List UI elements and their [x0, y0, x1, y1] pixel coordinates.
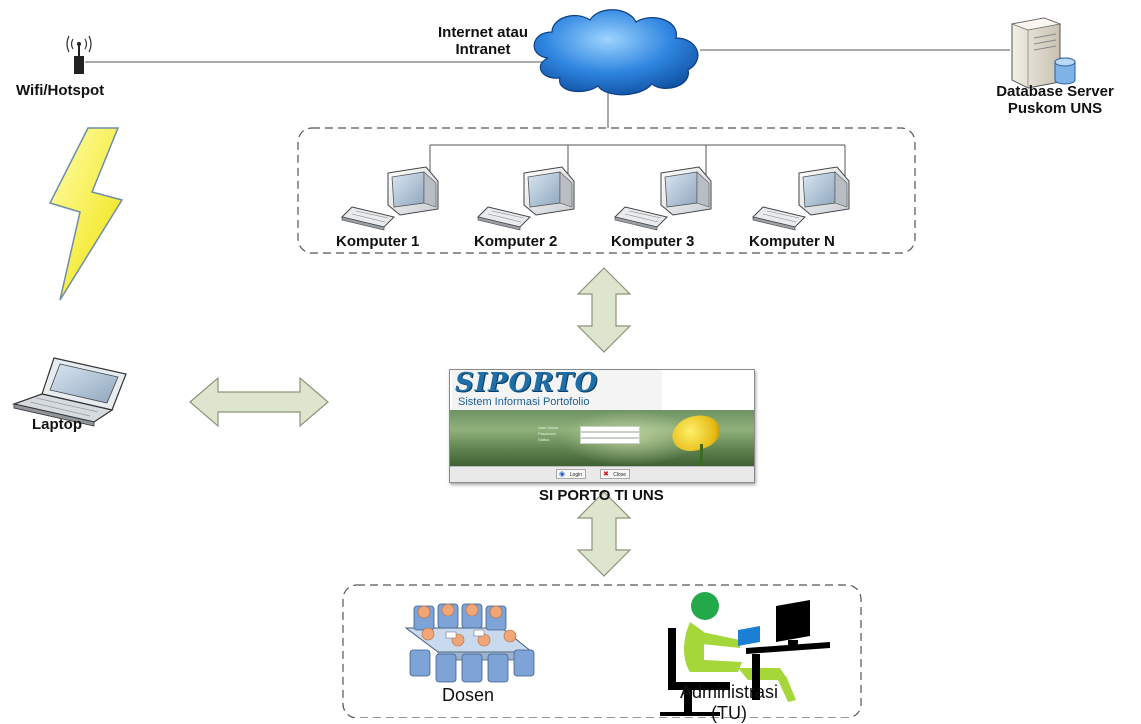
- close-icon: ✖: [603, 471, 609, 478]
- lightning-icon: [48, 127, 124, 301]
- cloud-icon: [533, 9, 699, 96]
- wifi-label: Wifi/Hotspot: [16, 82, 105, 99]
- database-server-icon: [1010, 17, 1076, 89]
- database-server-label-line2: Puskom UNS: [1007, 100, 1103, 117]
- desktop-computer-icon: [477, 166, 575, 231]
- app-login-panel: User Name Password Status: [450, 409, 754, 468]
- meeting-group-icon: [404, 603, 535, 683]
- login-button-label: Login: [569, 472, 582, 478]
- komputer-label-3: Komputer 3: [611, 233, 695, 250]
- komputer-label-1: Komputer 1: [336, 233, 420, 250]
- wifi-antenna-icon: [66, 35, 92, 74]
- database-server-label: Database Server Puskom UNS: [985, 83, 1125, 117]
- komputer-label-n: Komputer N: [749, 233, 835, 250]
- desktop-computer-icon: [614, 166, 712, 231]
- internet-label-line2: Intranet: [455, 41, 511, 58]
- admin-label-line2: (TU): [711, 703, 747, 723]
- password-label: Password: [538, 431, 556, 436]
- laptop-icon: [11, 357, 127, 427]
- double-arrow-icon: [576, 491, 632, 577]
- username-label: User Name: [538, 425, 559, 430]
- internet-label-line1: Internet atau: [437, 24, 528, 41]
- komputer-label-2: Komputer 2: [474, 233, 558, 250]
- siporto-app-window: SIPORTO Sistem Informasi Portofolio User…: [449, 369, 755, 483]
- double-arrow-icon: [576, 267, 632, 353]
- close-button-label: Close: [613, 472, 626, 478]
- login-button[interactable]: ◉ Login: [556, 469, 586, 479]
- desktop-computer-icon: [341, 166, 439, 231]
- admin-worker-icon: [660, 592, 830, 716]
- status-select[interactable]: [580, 438, 640, 444]
- app-logo: SIPORTO Sistem Informasi Portofolio: [452, 370, 662, 411]
- double-arrow-icon: [189, 376, 329, 428]
- dosen-label: Dosen: [441, 685, 495, 705]
- flower-stem: [700, 444, 703, 468]
- app-caption: SI PORTO TI UNS: [539, 487, 664, 504]
- desktop-computer-icon: [752, 166, 850, 231]
- network-lines: [85, 49, 1010, 178]
- database-server-label-line1: Database Server: [996, 83, 1114, 100]
- username-input[interactable]: [580, 426, 640, 432]
- laptop-label: Laptop: [32, 416, 82, 433]
- status-label: Status: [538, 437, 550, 442]
- admin-label-line1: Administrasi: [679, 682, 779, 702]
- internet-label: Internet atau Intranet: [423, 24, 543, 58]
- app-subtitle: Sistem Informasi Portofolio: [458, 396, 590, 408]
- password-row: Password: [538, 431, 640, 438]
- username-row: User Name: [538, 425, 640, 432]
- login-icon: ◉: [559, 471, 566, 478]
- status-row: Status: [538, 437, 640, 444]
- close-button[interactable]: ✖ Close: [600, 469, 630, 479]
- app-header: SIPORTO Sistem Informasi Portofolio: [450, 370, 754, 411]
- app-logo-text: SIPORTO: [455, 369, 599, 398]
- password-input[interactable]: [580, 432, 640, 438]
- app-footer: ◉ Login ✖ Close: [450, 466, 754, 482]
- user-group-box: [342, 584, 862, 718]
